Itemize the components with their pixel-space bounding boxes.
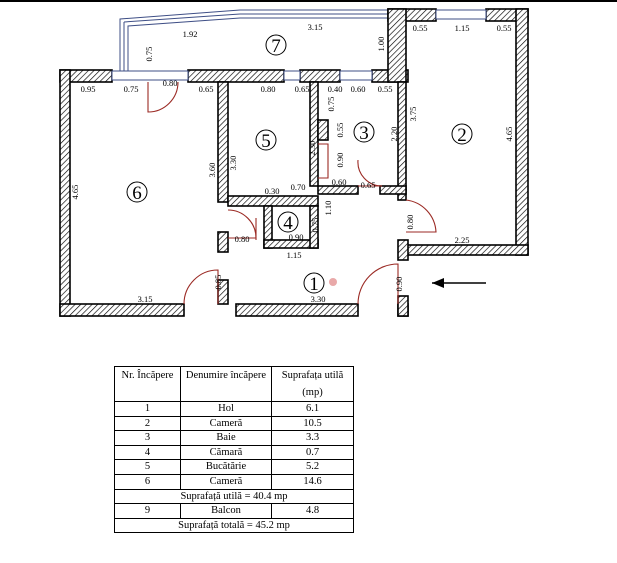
room-number-6: 6 <box>132 183 142 204</box>
table-row: 3 Baie 3.3 <box>114 430 354 446</box>
dim-balcony-1-00: 1.00 <box>376 37 386 52</box>
room-area-cell: 0.7 <box>271 444 354 461</box>
usable-area-subtotal-row: Suprafață utilă = 40.4 mp <box>114 488 354 505</box>
dim-balcony-3-15: 3.15 <box>308 22 323 32</box>
room-name-cell: Bucătărie <box>180 459 272 475</box>
dim-r5-0-80: 0.80 <box>261 84 276 94</box>
dim-r3-0-90: 0.90 <box>335 153 345 168</box>
dim-r1-0-85: 0.85 <box>213 275 223 290</box>
dim-r6-4-65: 4.65 <box>70 185 80 200</box>
floor-plan: 7 6 5 3 2 4 1 1.92 3.15 0.75 1.00 0.95 0… <box>0 0 617 317</box>
dim-r3-0-65: 0.65 <box>361 180 376 190</box>
dim-r5-0-70: 0.70 <box>291 182 306 192</box>
dim-r4-1-10: 1.10 <box>323 201 333 216</box>
dim-balcony-0-75: 0.75 <box>144 47 154 62</box>
balcony-outline <box>119 9 396 73</box>
dim-r3-0-75: 0.75 <box>326 97 336 112</box>
room-number-4: 4 <box>283 213 293 234</box>
door-arcs <box>147 81 437 305</box>
entrance-arrow <box>432 278 486 288</box>
room-number-cell: 5 <box>114 459 181 475</box>
interior-walls <box>217 81 407 305</box>
room-area-cell: 10.5 <box>271 415 354 432</box>
dim-r3-0-40: 0.40 <box>328 84 343 94</box>
room-name-cell: Cameră <box>180 415 272 432</box>
dim-r5-0-65: 0.65 <box>295 84 310 94</box>
dim-r5-3-30: 3.30 <box>228 156 238 171</box>
room-number-5: 5 <box>261 131 271 152</box>
room-number-3: 3 <box>359 123 369 144</box>
room-number-cell: 1 <box>114 401 181 417</box>
total-area: Suprafață totală = 45.2 mp <box>114 517 354 534</box>
table-row: 6 Cameră 14.6 <box>114 473 354 490</box>
room-number-1: 1 <box>309 274 319 295</box>
room-area-table: Nr. Încăpere Denumire încăpere Suprafața… <box>114 366 354 534</box>
dim-r6-0-75: 0.75 <box>124 84 139 94</box>
room-area-cell: 14.6 <box>271 473 354 490</box>
dim-r2-0-55b: 0.55 <box>497 23 512 33</box>
dim-r2-4-65: 4.65 <box>504 127 514 142</box>
room-area-cell: 5.2 <box>271 459 354 475</box>
dim-r2-2-25: 2.25 <box>455 235 470 245</box>
table-row: 2 Cameră 10.5 <box>114 415 354 432</box>
dim-r2-1-15: 1.15 <box>455 23 470 33</box>
dim-balcony-1-92: 1.92 <box>183 29 198 39</box>
exterior-walls <box>59 8 529 317</box>
dim-r1-3-30: 3.30 <box>311 294 326 304</box>
header-usable-area: Suprafața utilă (mp) <box>271 366 354 402</box>
dim-r3-0-60: 0.60 <box>351 84 366 94</box>
dim-r6-3-15: 3.15 <box>138 294 153 304</box>
table-row: 5 Bucătărie 5.2 <box>114 459 354 475</box>
dim-r3-0-55v: 0.55 <box>335 123 345 138</box>
room-number-cell: 2 <box>114 415 181 432</box>
dim-r5-2-30: 2.30 <box>307 141 317 156</box>
dim-r6-0-95: 0.95 <box>81 84 96 94</box>
room-name-cell: Cameră <box>180 473 272 490</box>
dim-r4-1-15: 1.15 <box>287 250 302 260</box>
dim-r2-0-55a: 0.55 <box>413 23 428 33</box>
dim-r3-0-55: 0.55 <box>378 84 393 94</box>
header-room-number: Nr. Încăpere <box>114 366 181 402</box>
room-numbers: 7 6 5 3 2 4 1 <box>126 34 473 295</box>
table-row: 4 Cămară 0.7 <box>114 444 354 461</box>
room-number-7: 7 <box>271 36 281 57</box>
total-area-row: Suprafață totală = 45.2 mp <box>114 517 354 534</box>
dim-r1-0-90: 0.90 <box>394 277 404 292</box>
dim-r3-2-20: 2.20 <box>389 127 399 142</box>
header-room-name: Denumire încăpere <box>180 366 272 402</box>
room-name-cell: Balcon <box>180 503 272 519</box>
dimension-labels: 1.92 3.15 0.75 1.00 0.95 0.75 0.80 0.65 … <box>70 22 514 304</box>
dim-r5-0-30: 0.30 <box>265 186 280 196</box>
dim-r2-3-75: 3.75 <box>408 107 418 122</box>
room-number-2: 2 <box>457 125 467 146</box>
dim-r4-0-90: 0.90 <box>289 232 304 242</box>
dim-r4-0-75: 0.75 <box>310 218 320 233</box>
room-name-cell: Cămară <box>180 444 272 461</box>
dim-r3-0-60b: 0.60 <box>332 177 347 187</box>
dim-r2-0-80: 0.80 <box>405 215 415 230</box>
room-area-cell: 6.1 <box>271 401 354 417</box>
room-area-cell: 4.8 <box>271 503 354 519</box>
dim-r4-0-80: 0.80 <box>235 234 250 244</box>
usable-area-subtotal: Suprafață utilă = 40.4 mp <box>114 488 354 505</box>
room-number-cell: 9 <box>114 503 181 519</box>
room-area-cell: 3.3 <box>271 430 354 446</box>
dim-r6-0-65: 0.65 <box>199 84 214 94</box>
room-name-cell: Hol <box>180 401 272 417</box>
table-row: 9 Balcon 4.8 <box>114 503 354 519</box>
dim-r6-3-60: 3.60 <box>207 163 217 178</box>
table-header-row: Nr. Încăpere Denumire încăpere Suprafața… <box>114 366 354 402</box>
room-number-cell: 4 <box>114 444 181 461</box>
room-number-cell: 3 <box>114 430 181 446</box>
dim-r6-0-80: 0.80 <box>163 78 178 88</box>
room-number-cell: 6 <box>114 473 181 490</box>
table-row: 1 Hol 6.1 <box>114 401 354 417</box>
room-name-cell: Baie <box>180 430 272 446</box>
